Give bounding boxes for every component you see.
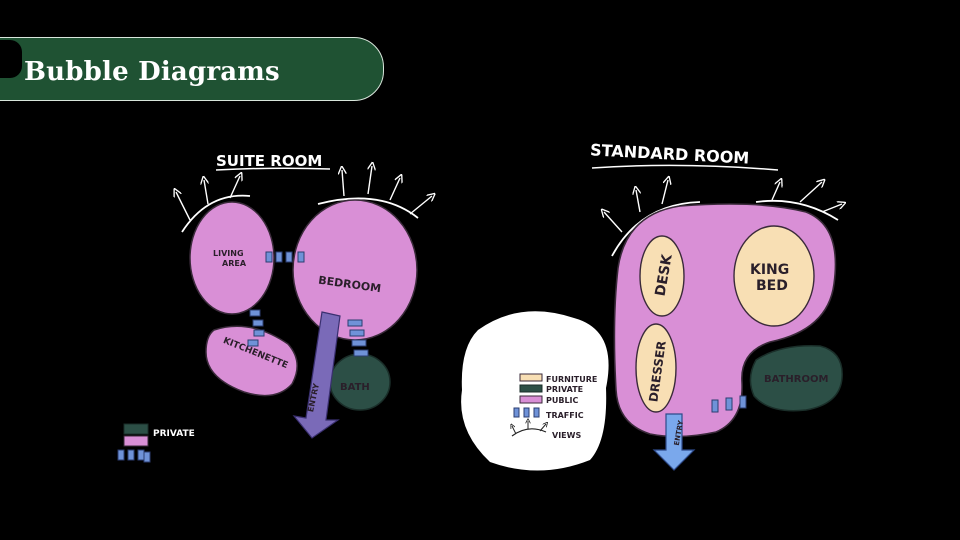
king-bed-bubble <box>733 225 815 327</box>
title-banner <box>0 37 384 101</box>
view-arrow <box>389 178 400 201</box>
suite-entry-arrow <box>292 311 341 439</box>
legend-private-label: PRIVATE <box>546 385 583 394</box>
legend-public-swatch <box>519 395 543 404</box>
suite-room-diagram: SUITE ROOM LIVING AREA BEDROOM KITCHENET… <box>117 152 432 463</box>
legend-traffic-label: TRAFFIC <box>546 411 584 420</box>
title-tab <box>0 40 22 78</box>
legend-view-arrow <box>512 426 517 435</box>
suite-legend-traffic-swatch <box>117 449 151 463</box>
legend-view-arrow <box>539 424 546 432</box>
suite-room-heading: SUITE ROOM <box>216 152 322 170</box>
suite-legend-private-label: PRIVATE <box>153 429 195 439</box>
standard-room-diagram: STANDARD ROOM DESK KING BED DRESSER BATH… <box>461 140 843 471</box>
view-arrow <box>368 166 372 195</box>
kitchenette-bubble <box>205 325 298 397</box>
bathroom-label: BATHROOM <box>764 374 828 385</box>
view-arrow <box>229 176 240 199</box>
bath-label: BATH <box>340 382 370 393</box>
view-arrow <box>821 204 842 213</box>
legend-traffic-swatch <box>513 407 540 418</box>
slide-title: Bubble Diagrams <box>24 57 280 87</box>
suite-legend-private-swatch <box>123 423 149 435</box>
view-arrow <box>204 180 208 205</box>
bedroom-bubble <box>292 199 418 341</box>
king-bed-label-1: KING <box>750 262 789 278</box>
king-bed-label-2: BED <box>756 278 788 294</box>
suite-traffic-markers <box>247 251 369 357</box>
legend-private-swatch <box>519 384 543 393</box>
standard-traffic-markers <box>711 395 747 413</box>
living-area-bubble <box>189 201 275 315</box>
view-arrow <box>604 212 623 233</box>
view-arrow <box>409 196 432 215</box>
living-views-arc <box>181 194 251 233</box>
view-arrow <box>342 170 344 197</box>
suite-heading-underline <box>215 167 331 171</box>
living-area-label-2: AREA <box>222 259 247 268</box>
view-arrow <box>799 182 822 203</box>
view-arrow <box>771 182 780 201</box>
bathroom-bubble <box>749 345 843 412</box>
legend-public-label: PUBLIC <box>546 396 579 405</box>
suite-legend-public-swatch <box>123 435 149 447</box>
view-arrow <box>661 180 668 205</box>
bedroom-views-arc <box>317 197 419 219</box>
desk-bubble <box>639 235 685 317</box>
standard-views-arc-right <box>755 199 839 221</box>
standard-heading-underline <box>591 164 779 171</box>
dresser-bubble <box>635 323 677 413</box>
legend-views-label: VIEWS <box>552 431 581 440</box>
view-arrow <box>636 190 640 213</box>
standard-entry-arrow <box>652 413 696 471</box>
legend-furniture-label: FURNITURE <box>546 375 597 384</box>
living-area-label-1: LIVING <box>213 249 244 258</box>
legend-furniture-swatch <box>519 373 543 382</box>
standard-room-heading: STANDARD ROOM <box>590 140 750 167</box>
view-arrow <box>176 192 191 221</box>
desk-label: DESK <box>653 252 676 297</box>
